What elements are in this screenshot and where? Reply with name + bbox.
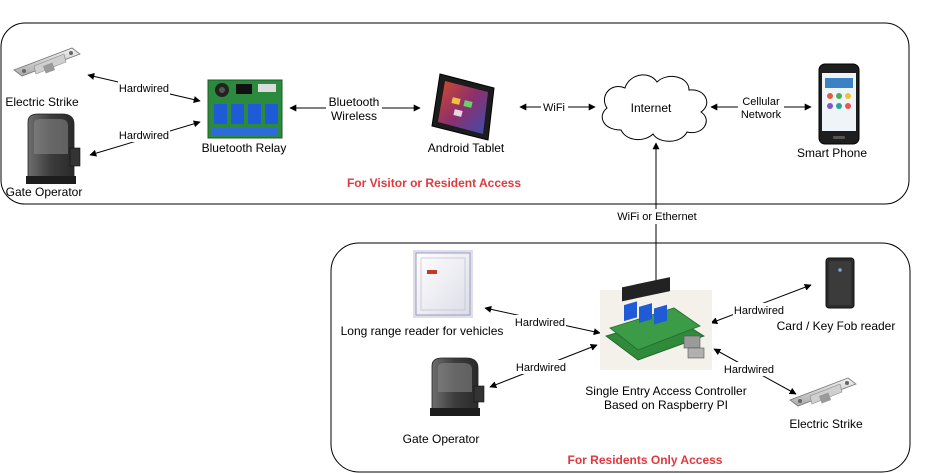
controller-label-line2: Based on Raspberry PI	[604, 398, 728, 412]
rfid-reader-icon	[413, 250, 473, 318]
edge-label-relay-tablet-2: Wireless	[331, 109, 377, 123]
edge-label-strike-relay: Hardwired	[119, 83, 169, 95]
bluetooth-relay-label: Bluetooth Relay	[202, 141, 287, 155]
tablet-icon	[431, 73, 495, 141]
keyfob-reader-icon	[825, 257, 855, 309]
residents-zone	[330, 242, 911, 473]
android-tablet-label: Android Tablet	[428, 141, 505, 155]
controller-label-line1: Single Entry Access Controller	[585, 384, 746, 398]
relay-board-icon	[207, 79, 283, 139]
edge-label-gate-controller: Hardwired	[516, 362, 566, 374]
edge-label-reader-controller: Hardwired	[515, 317, 565, 329]
card-reader-label: Card / Key Fob reader	[777, 319, 896, 333]
edge-label-relay-tablet-1: Bluetooth	[329, 95, 380, 109]
gate-operator-bottom-label: Gate Operator	[403, 432, 480, 446]
edge-label-gate-relay: Hardwired	[119, 130, 169, 142]
long-range-reader-label: Long range reader for vehicles	[341, 324, 504, 338]
edge-label-internet-controller: WiFi or Ethernet	[617, 211, 696, 223]
smartphone-icon	[818, 63, 860, 145]
smart-phone-label: Smart Phone	[797, 146, 867, 160]
electric-strike-icon	[789, 377, 857, 407]
residents-zone-caption: For Residents Only Access	[568, 453, 723, 467]
edge-label-internet-phone-2: Network	[741, 109, 782, 121]
edge-label-tablet-internet: WiFi	[543, 102, 565, 114]
raspberry-pi-icon	[600, 277, 712, 370]
cloud-icon	[601, 74, 708, 142]
gate-operator-icon	[26, 113, 81, 184]
edge-label-internet-phone-1: Cellular	[742, 96, 780, 108]
edge-label-controller-card: Hardwired	[734, 305, 784, 317]
visitor-zone-caption: For Visitor or Resident Access	[347, 176, 521, 190]
internet-label: Internet	[631, 101, 672, 115]
visitor-zone	[0, 22, 910, 205]
electric-strike-label: Electric Strike	[5, 95, 79, 109]
edge-label-controller-strike: Hardwired	[724, 364, 774, 376]
gate-operator-label: Gate Operator	[6, 185, 83, 199]
electric-strike-bottom-label: Electric Strike	[789, 417, 863, 431]
gate-operator-icon	[430, 357, 485, 416]
electric-strike-icon	[13, 47, 81, 77]
